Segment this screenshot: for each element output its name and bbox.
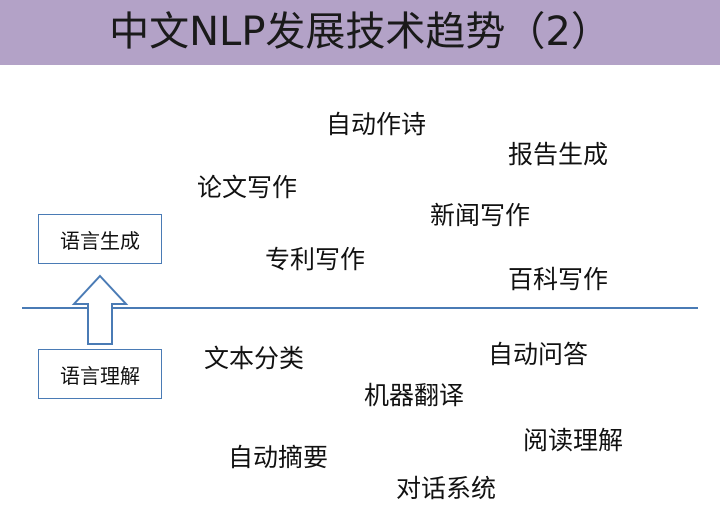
- divider-line: [22, 307, 698, 309]
- keyword-generation-1: 自动作诗: [326, 110, 427, 139]
- keyword-understanding-1: 文本分类: [204, 344, 305, 373]
- keyword-understanding-6: 对话系统: [396, 474, 497, 503]
- keyword-generation-3: 论文写作: [197, 173, 298, 202]
- page-title: 中文NLP发展技术趋势（2）: [109, 9, 611, 55]
- keyword-generation-5: 专利写作: [265, 245, 366, 274]
- language-generation-box: 语言生成: [38, 214, 162, 264]
- keyword-generation-6: 百科写作: [508, 265, 609, 294]
- keyword-understanding-4: 阅读理解: [523, 426, 624, 455]
- keyword-understanding-5: 自动摘要: [228, 443, 329, 472]
- keyword-generation-2: 报告生成: [508, 140, 609, 169]
- keyword-understanding-3: 机器翻译: [364, 381, 465, 410]
- keyword-understanding-2: 自动问答: [488, 340, 589, 369]
- up-arrow-icon: [71, 274, 129, 345]
- title-bar: [0, 0, 720, 65]
- language-understanding-box: 语言理解: [38, 349, 162, 399]
- keyword-generation-4: 新闻写作: [430, 201, 531, 230]
